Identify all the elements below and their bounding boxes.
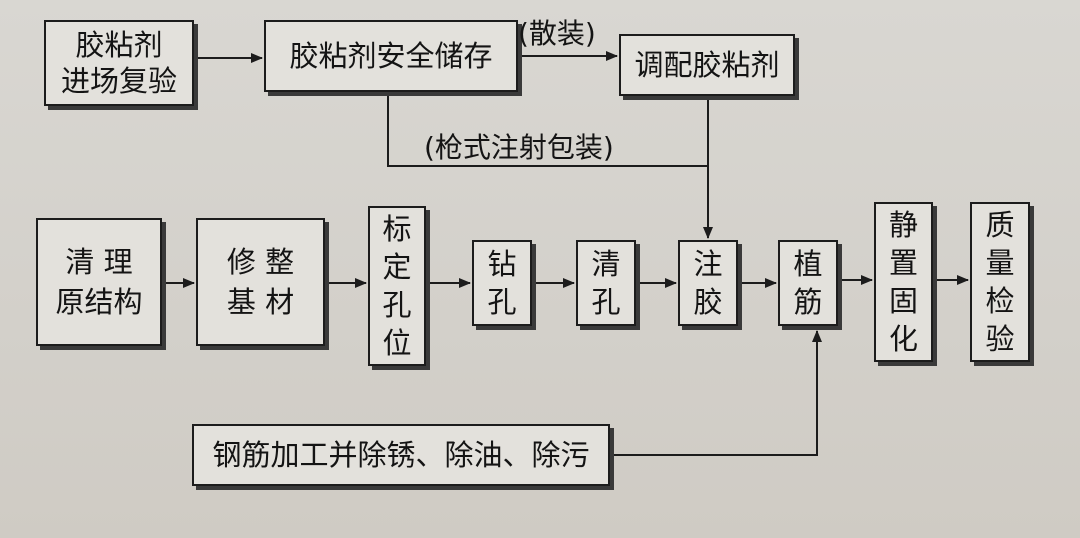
node-plant-rebar: 植 筋 <box>778 240 838 326</box>
node-inspection: 质 量 检 验 <box>970 202 1030 362</box>
node-clean-holes-char1: 清 <box>591 247 621 281</box>
node-plant-rebar-char2: 筋 <box>793 285 823 319</box>
node-inject-glue-char2: 胶 <box>693 285 723 319</box>
node-drill-char2: 孔 <box>487 285 517 319</box>
node-clean-holes-char2: 孔 <box>591 285 621 319</box>
node-safe-storage: 胶粘剂安全储存 <box>264 20 518 92</box>
node-rebar-prep: 钢筋加工并除锈、除油、除污 <box>192 424 610 486</box>
node-mark-holes-char1: 标 <box>382 212 412 246</box>
node-clean-structure: 清 理 原结构 <box>36 218 162 346</box>
node-drill: 钻 孔 <box>472 240 532 326</box>
node-curing: 静 置 固 化 <box>874 202 933 362</box>
node-mark-holes-char3: 孔 <box>382 288 412 322</box>
node-mix-adhesive: 调配胶粘剂 <box>619 34 795 96</box>
node-clean-holes: 清 孔 <box>576 240 636 326</box>
node-plant-rebar-char1: 植 <box>793 247 823 281</box>
node-trim-substrate: 修 整 基 材 <box>196 218 325 346</box>
node-trim-substrate-line1: 修 整 <box>226 245 295 279</box>
node-inspection-char2: 量 <box>985 246 1015 280</box>
node-inject-glue: 注 胶 <box>678 240 738 326</box>
node-inspection-char1: 质 <box>985 208 1015 242</box>
node-curing-char4: 化 <box>888 322 918 356</box>
node-curing-char2: 置 <box>888 246 918 280</box>
node-rebar-prep-label: 钢筋加工并除锈、除油、除污 <box>212 438 590 472</box>
arrow-gun-package-branch <box>387 92 708 167</box>
edge-label-bulk: (散装) <box>518 17 596 50</box>
node-mark-holes-char2: 定 <box>382 250 412 284</box>
node-mix-adhesive-label: 调配胶粘剂 <box>634 48 780 82</box>
node-drill-char1: 钻 <box>487 247 517 281</box>
node-inspection-char3: 检 <box>985 284 1015 318</box>
node-curing-char1: 静 <box>888 208 918 242</box>
node-entry-retest: 胶粘剂 进场复验 <box>44 20 194 106</box>
node-inject-glue-char1: 注 <box>693 247 723 281</box>
node-entry-retest-line1: 胶粘剂 <box>75 28 163 62</box>
node-entry-retest-line2: 进场复验 <box>60 64 177 98</box>
node-trim-substrate-line2: 基 材 <box>226 285 295 319</box>
node-clean-structure-line1: 清 理 <box>65 245 133 279</box>
node-inspection-char4: 验 <box>985 322 1015 356</box>
node-curing-char3: 固 <box>888 284 918 318</box>
arrow-rebar-to-plant <box>610 330 822 456</box>
node-mark-holes-char4: 位 <box>382 326 412 360</box>
node-mark-holes: 标 定 孔 位 <box>368 206 426 366</box>
node-safe-storage-label: 胶粘剂安全储存 <box>289 39 493 73</box>
edge-label-gun-package: (枪式注射包装) <box>424 131 614 164</box>
node-clean-structure-line2: 原结构 <box>55 285 143 319</box>
